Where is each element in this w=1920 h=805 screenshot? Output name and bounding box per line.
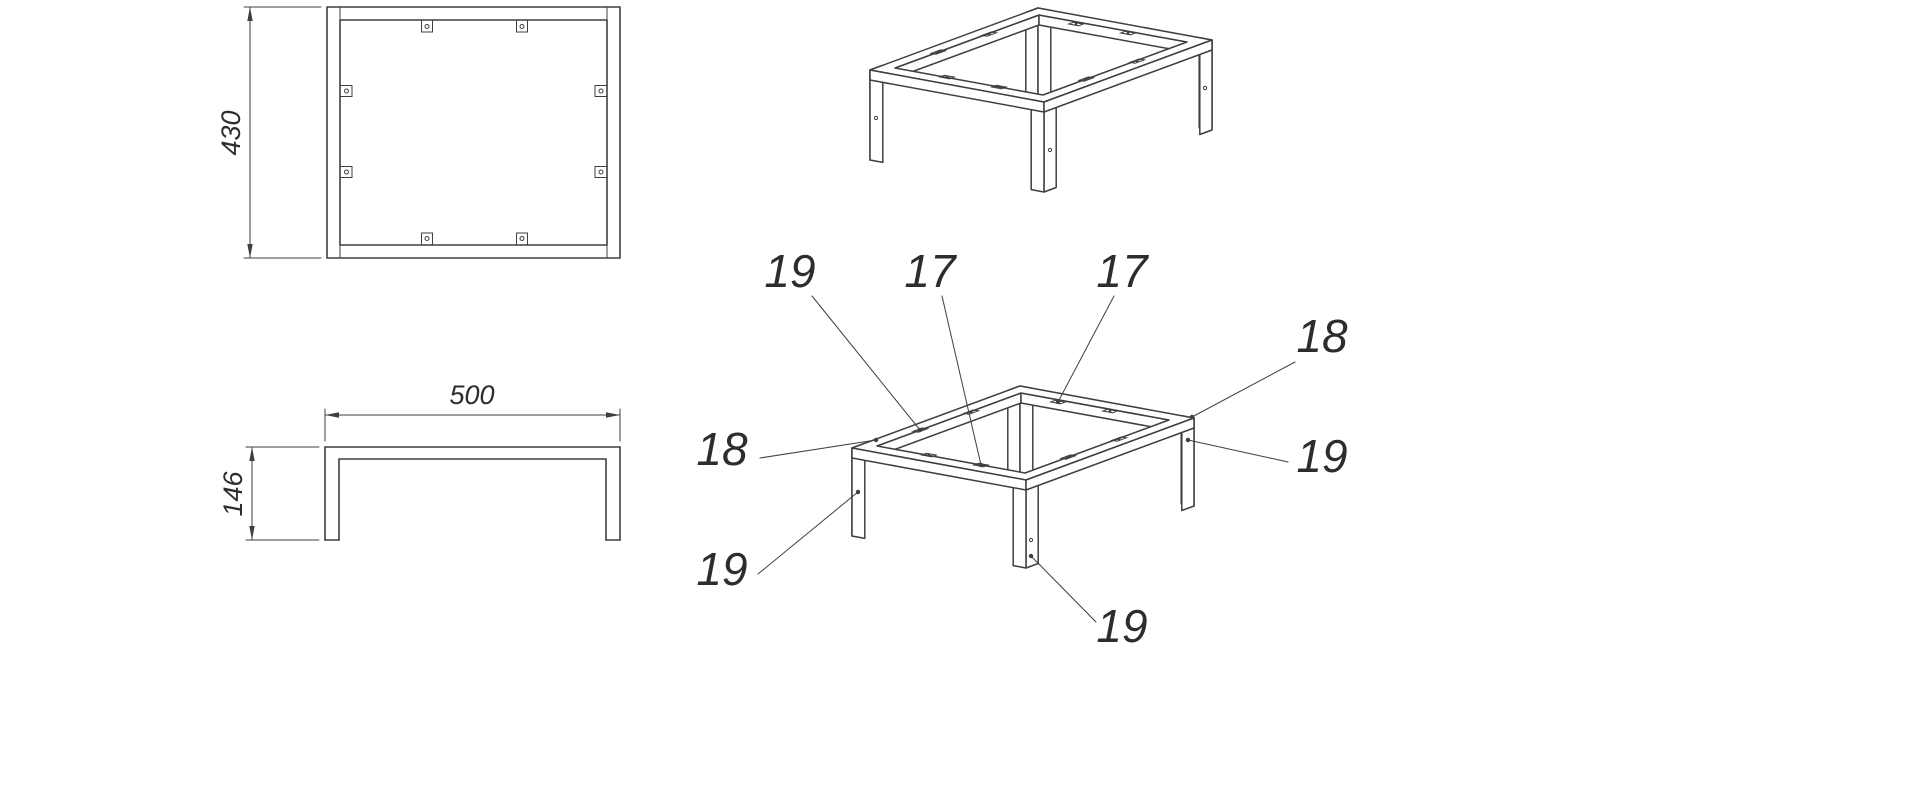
leader-dot bbox=[1028, 553, 1034, 559]
dimension-430-value: 430 bbox=[216, 110, 246, 155]
leader-line bbox=[811, 295, 921, 431]
iso-leg-holes bbox=[873, 85, 1208, 153]
frame-outer-outline bbox=[326, 6, 621, 259]
callout-label: 18 bbox=[1296, 310, 1348, 362]
callout-label: 17 bbox=[1096, 245, 1149, 297]
arrowhead bbox=[247, 7, 253, 21]
frame-corner-joints bbox=[339, 6, 608, 259]
callout-label: 19 bbox=[1296, 430, 1347, 482]
dimension-430: 430 bbox=[216, 6, 322, 259]
bracket-mark bbox=[919, 452, 939, 458]
iso-view bbox=[869, 7, 1213, 193]
callout-17-left: 17 bbox=[904, 245, 984, 468]
leader-dot bbox=[1189, 414, 1195, 420]
arrowhead bbox=[247, 244, 253, 258]
leader-dot bbox=[917, 427, 923, 433]
frame-front-right-face bbox=[1043, 39, 1213, 113]
bracket-left-lower bbox=[339, 166, 353, 178]
dimension-500: 500 bbox=[324, 380, 621, 442]
leader-dot bbox=[855, 489, 861, 495]
frame-inner-face bbox=[876, 392, 1022, 457]
arrowhead bbox=[249, 526, 255, 540]
callout-19-right: 19 bbox=[1185, 430, 1348, 482]
arrowhead bbox=[606, 412, 620, 418]
leader-line bbox=[1030, 555, 1097, 623]
callout-label: 19 bbox=[764, 245, 815, 297]
callout-label: 17 bbox=[904, 245, 957, 297]
bracket-top-right bbox=[516, 19, 528, 33]
front-view: 500 146 bbox=[218, 380, 621, 541]
bracket-left-upper bbox=[339, 85, 353, 97]
top-view: 430 bbox=[216, 6, 621, 259]
frame-inner-outline bbox=[339, 19, 608, 246]
leader-line bbox=[757, 491, 859, 575]
bracket-mark bbox=[1118, 30, 1138, 36]
leader-dot bbox=[1055, 399, 1061, 405]
iso-brackets bbox=[929, 21, 1147, 90]
bracket-mark bbox=[989, 84, 1009, 90]
callout-label: 19 bbox=[696, 543, 747, 595]
leader-dot bbox=[1185, 437, 1191, 443]
callout-18-right: 18 bbox=[1189, 310, 1348, 420]
bracket-mark bbox=[1110, 436, 1129, 442]
front-leg bbox=[1030, 98, 1045, 193]
leader-line bbox=[1191, 361, 1296, 418]
callout-19-bottom: 19 bbox=[1028, 553, 1148, 652]
bracket-bottom-right bbox=[516, 232, 528, 246]
callout-19-bottom-left: 19 bbox=[696, 489, 861, 595]
arrowhead bbox=[325, 412, 339, 418]
dimension-146-value: 146 bbox=[218, 470, 248, 516]
front-leg bbox=[1012, 476, 1027, 569]
callout-label: 18 bbox=[696, 423, 748, 475]
bracket-mark bbox=[1100, 408, 1120, 414]
callout-19-top-left: 19 bbox=[764, 245, 923, 433]
leader-dot bbox=[978, 462, 984, 468]
bracket-mark bbox=[962, 409, 981, 415]
bracket-mark bbox=[929, 49, 948, 55]
top-view-frame bbox=[326, 6, 621, 259]
callout-17-right: 17 bbox=[1055, 245, 1149, 405]
bracket-mark bbox=[980, 31, 999, 37]
frame-front-right-face bbox=[1025, 417, 1195, 491]
bracket-mark bbox=[1066, 21, 1086, 27]
bracket-mark bbox=[1128, 58, 1147, 64]
bracket-mark bbox=[1077, 76, 1096, 82]
bracket-mark bbox=[1059, 454, 1078, 460]
front-view-profile bbox=[324, 446, 621, 541]
top-view-brackets bbox=[339, 19, 608, 246]
leader-line bbox=[759, 439, 877, 459]
bracket-right-upper bbox=[594, 85, 608, 97]
leader-line bbox=[941, 295, 982, 466]
leader-line bbox=[1057, 295, 1115, 403]
leader-dot bbox=[873, 437, 879, 443]
bracket-top-left bbox=[421, 19, 433, 33]
callout-18-left: 18 bbox=[696, 423, 879, 475]
leader-line bbox=[1187, 439, 1289, 463]
frame-inner-face bbox=[894, 14, 1040, 79]
bracket-right-lower bbox=[594, 166, 608, 178]
callout-label: 19 bbox=[1096, 600, 1147, 652]
dimension-146: 146 bbox=[218, 446, 320, 541]
arrowhead bbox=[249, 447, 255, 461]
dimension-500-value: 500 bbox=[449, 380, 494, 410]
iso-view-annotated: 19 17 17 18 18 19 19 bbox=[696, 245, 1348, 652]
bracket-bottom-left bbox=[421, 232, 433, 246]
bracket-mark bbox=[937, 74, 957, 80]
